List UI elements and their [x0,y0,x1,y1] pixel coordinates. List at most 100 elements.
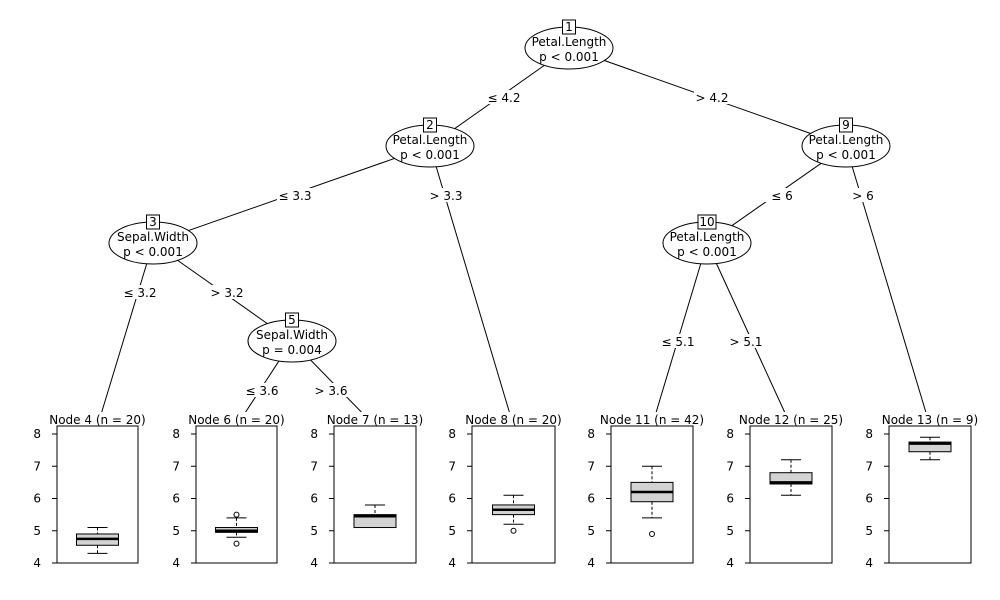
y-tick-label: 4 [448,556,456,570]
edge-label: ≤ 4.2 [488,91,521,105]
edge-label: ≤ 3.3 [279,189,312,203]
y-tick-label: 4 [310,556,318,570]
y-tick-label: 6 [448,492,456,506]
edge-line [435,166,514,427]
node-pvalue: p < 0.001 [123,245,183,259]
terminal-panel-frame [195,425,278,564]
terminal-header: Node 8 (n = 20) [465,413,562,427]
node-variable: Petal.Length [670,230,745,244]
node-id: 9 [842,118,850,132]
node-id: 10 [699,215,714,229]
edge-label-bg [694,90,730,104]
edge-label: > 3.3 [430,189,463,203]
edge-label: > 3.2 [211,286,244,300]
y-tick-label: 6 [33,492,41,506]
y-tick-label: 8 [310,427,318,441]
edge-label-bg [244,383,280,397]
y-tick-label: 8 [33,427,41,441]
terminal-header-bg [469,412,558,426]
edge-label: > 5.1 [730,335,763,349]
edge-3-5: > 3.2 [177,259,268,325]
y-tick-label: 7 [448,459,456,473]
node-id-box [562,19,576,35]
terminal-header: Node 12 (n = 25) [739,413,843,427]
y-tick-label: 4 [587,556,595,570]
edge-label: > 6 [852,189,874,203]
node-id-box [697,214,717,230]
terminal-header: Node 13 (n = 9) [882,413,979,427]
iqr-box [769,472,813,485]
y-tick-label: 8 [448,427,456,441]
iqr-box [908,441,952,453]
y-tick-label: 4 [172,556,180,570]
boxplot [769,459,813,496]
terminal-header-bg [747,412,835,426]
boxplot [908,436,952,461]
outlier-point [649,530,655,537]
edge-label-bg [486,90,522,104]
y-tick-label: 4 [865,556,873,570]
y-tick-label: 7 [33,459,41,473]
node-variable: Sepal.Width [117,230,189,244]
y-tick-label: 5 [172,524,180,538]
y-tick-label: 6 [587,492,595,506]
y-tick-label: 7 [172,459,180,473]
edge-label: > 3.6 [315,384,348,398]
terminal-header-bg [331,412,419,426]
y-tick-label: 4 [726,556,734,570]
edge-line [851,166,931,427]
boxplot [215,511,258,547]
boxplot [353,504,397,529]
node-pvalue: p < 0.001 [816,148,876,162]
edge-label-bg [845,188,881,202]
boxplot [492,494,535,534]
edge-1-9: > 4.2 [604,60,811,134]
node-id: 3 [149,215,157,229]
edge-label-bg [428,188,464,202]
boxplot [76,527,119,554]
edges-layer: ≤ 4.2 > 4.2 ≤ 3.3 > 3.3 ≤ 3.2 > 3.2 ≤ 3.6 > 3.6… [97,60,931,427]
y-tick-label: 6 [310,492,318,506]
edge-1-2: ≤ 4.2 [454,64,545,130]
edge-label: ≤ 3.6 [246,384,279,398]
y-tick-label: 7 [726,459,734,473]
terminal-panel-frame [471,425,556,564]
edge-9-13: > 6 [845,166,931,427]
y-tick-label: 7 [865,459,873,473]
terminal-header: Node 7 (n = 13) [327,413,424,427]
node-variable: Petal.Length [393,133,468,147]
edge-3-4: ≤ 3.2 [97,263,158,427]
node-id: 2 [426,118,434,132]
edge-label-bg [764,188,800,202]
edge-label: ≤ 5.1 [662,335,695,349]
boxplot [630,465,674,537]
node-pvalue: p = 0.004 [262,343,322,357]
node-id-box [285,312,299,328]
terminal-header-bg [54,412,141,426]
edge-5-6: ≤ 3.6 [236,360,280,427]
node-id: 1 [565,20,573,34]
terminal-header-bg [193,412,280,426]
edge-2-3: ≤ 3.3 [188,157,395,232]
y-tick-label: 5 [310,524,318,538]
edge-label: > 4.2 [696,91,729,105]
terminal-header-bg [608,412,696,426]
node-id-box [839,117,853,133]
